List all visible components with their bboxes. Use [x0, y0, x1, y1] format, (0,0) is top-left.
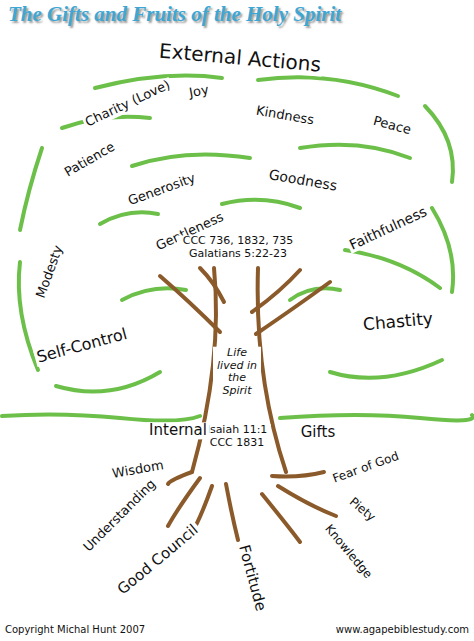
- title: The Gifts and Fruits of the Holy Spirit: [8, 2, 341, 27]
- tree-word: Piety: [345, 494, 380, 526]
- tree-word: CCC 736, 1832, 735 Galatians 5:22-23: [177, 235, 299, 260]
- tree-word: Gifts: [299, 424, 338, 441]
- footer-note: Copyright Michal Hunt 2007: [3, 624, 147, 636]
- footer-note: www.agapebiblestudy.com: [334, 624, 471, 636]
- tree-word: Self-Control: [33, 325, 131, 368]
- tree-word: Joy: [186, 83, 212, 102]
- tree-word: Kindness: [253, 103, 317, 129]
- tree-word: Life lived in the Spirit: [213, 347, 261, 398]
- tree-word: Goodness: [266, 166, 341, 195]
- tree-word: Generosity: [124, 170, 199, 210]
- tree-word: Patience: [61, 139, 120, 182]
- tree-word: Internal: [147, 422, 209, 439]
- tree-word: Chastity: [360, 309, 435, 335]
- tree-word: Understanding: [79, 475, 160, 556]
- tree-word: Peace: [370, 113, 415, 138]
- tree-word: Fortitude: [234, 541, 269, 615]
- tree-word: Faithfulness: [345, 202, 431, 254]
- tree-word: Isaiah 11:1 CCC 1831: [203, 424, 271, 449]
- tree-word: Knowledge: [320, 521, 376, 583]
- tree-word: External Actions: [156, 39, 324, 76]
- tree-word: Good Council: [113, 520, 203, 600]
- tree-word: Wisdom: [109, 458, 167, 482]
- tree-word: Modesty: [33, 242, 67, 303]
- tree-word: Fear of God: [329, 449, 403, 487]
- tree-word: Charity (Love): [81, 77, 174, 131]
